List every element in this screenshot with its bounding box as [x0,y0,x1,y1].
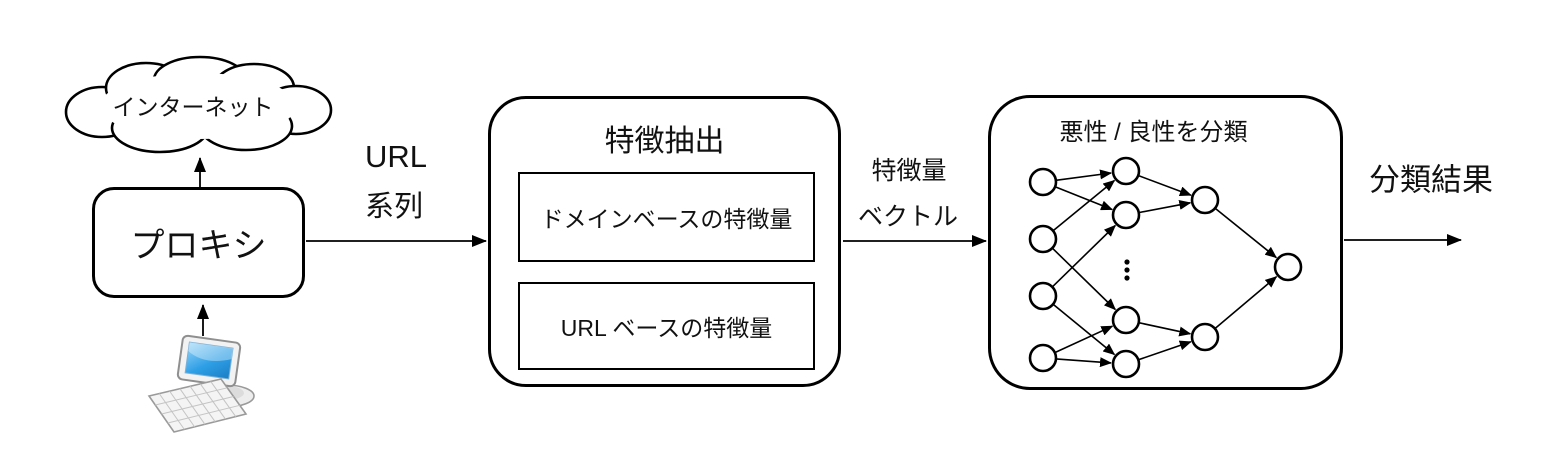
computer-icon [147,334,255,433]
url-features-box: URL ベースの特徴量 [518,282,815,370]
proxy-label: プロキシ [130,227,267,265]
classifier-title: 悪性 / 良性を分類 [1059,119,1248,146]
feature-vector-label-line1: 特徴量 [871,157,947,185]
domain-features-box: ドメインベースの特徴量 [518,172,815,262]
domain-features-label: ドメインベースの特徴量 [540,206,793,232]
feature-extraction-title: 特徴抽出 [604,125,725,158]
url-sequence-label-line1: URL [364,139,428,174]
proxy-box: プロキシ [92,187,305,298]
feature-vector-label-line2: ベクトル [857,203,959,231]
url-features-label: URL ベースの特徴量 [560,315,773,341]
classifier-box: 悪性 / 良性を分類 [988,95,1343,390]
keyboard [147,378,248,433]
feature-extraction-box: 特徴抽出 ドメインベースの特徴量 URL ベースの特徴量 [488,96,841,387]
result-label: 分類結果 [1369,162,1493,198]
url-sequence-label-line2: 系列 [364,191,424,223]
internet-label: インターネット [112,94,274,120]
